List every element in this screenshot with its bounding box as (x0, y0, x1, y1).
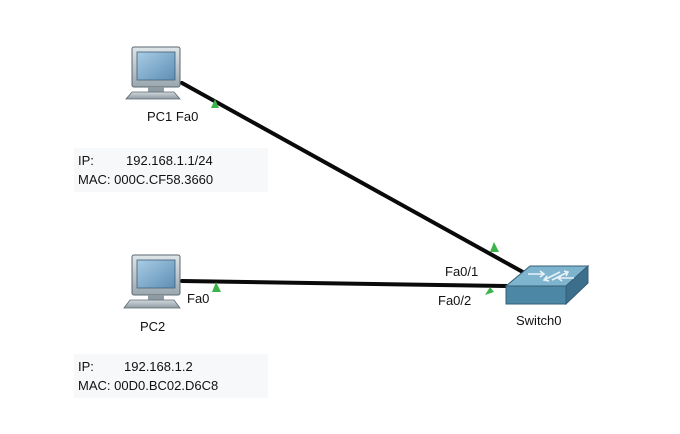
pc2-info-box: IP: 192.168.1.2 MAC: 00D0.BC02.D6C8 (74, 354, 268, 398)
pc1-label: PC1 Fa0 (147, 109, 198, 124)
pc1-mac-row: MAC: 000C.CF58.3660 (78, 170, 262, 189)
switch0-device-icon[interactable] (504, 264, 590, 306)
pc2-ip-value: 192.168.1.2 (124, 359, 193, 374)
link-up-indicator-pc1 (211, 99, 219, 108)
pc2-device-icon[interactable] (123, 254, 181, 309)
pc2-port-label: Fa0 (187, 291, 209, 306)
pc1-info-box: IP: 192.168.1.1/24 MAC: 000C.CF58.3660 (74, 148, 268, 192)
link-up-indicator-switch-fa0-2 (485, 287, 494, 295)
link-up-indicator-pc2 (212, 282, 221, 292)
link-pc2-switch0[interactable] (180, 279, 508, 288)
link-up-indicator-switch-fa0-1 (490, 242, 499, 252)
pc1-port-label: Fa0 (176, 109, 198, 124)
pc1-ip-label: IP: (78, 153, 94, 168)
pc1-mac-label: MAC: (78, 172, 111, 187)
pc2-ip-label: IP: (78, 359, 94, 374)
pc2-ip-row: IP: 192.168.1.2 (78, 357, 262, 376)
switch-port-fa0-2-label: Fa0/2 (438, 293, 471, 308)
pc2-mac-label: MAC: (78, 378, 111, 393)
switch0-label: Switch0 (516, 313, 562, 328)
pc1-device-icon[interactable] (125, 46, 181, 100)
link-pc1-switch0[interactable] (180, 81, 532, 278)
pc2-mac-value: 00D0.BC02.D6C8 (114, 378, 219, 393)
pc1-ip-row: IP: 192.168.1.1/24 (78, 151, 262, 170)
pc2-label: PC2 (140, 319, 165, 334)
pc2-mac-row: MAC: 00D0.BC02.D6C8 (78, 376, 262, 395)
pc1-mac-value: 000C.CF58.3660 (114, 172, 214, 187)
pc1-name: PC1 (147, 109, 172, 124)
switch-port-fa0-1-label: Fa0/1 (445, 264, 478, 279)
pc1-ip-value: 192.168.1.1/24 (126, 153, 213, 168)
